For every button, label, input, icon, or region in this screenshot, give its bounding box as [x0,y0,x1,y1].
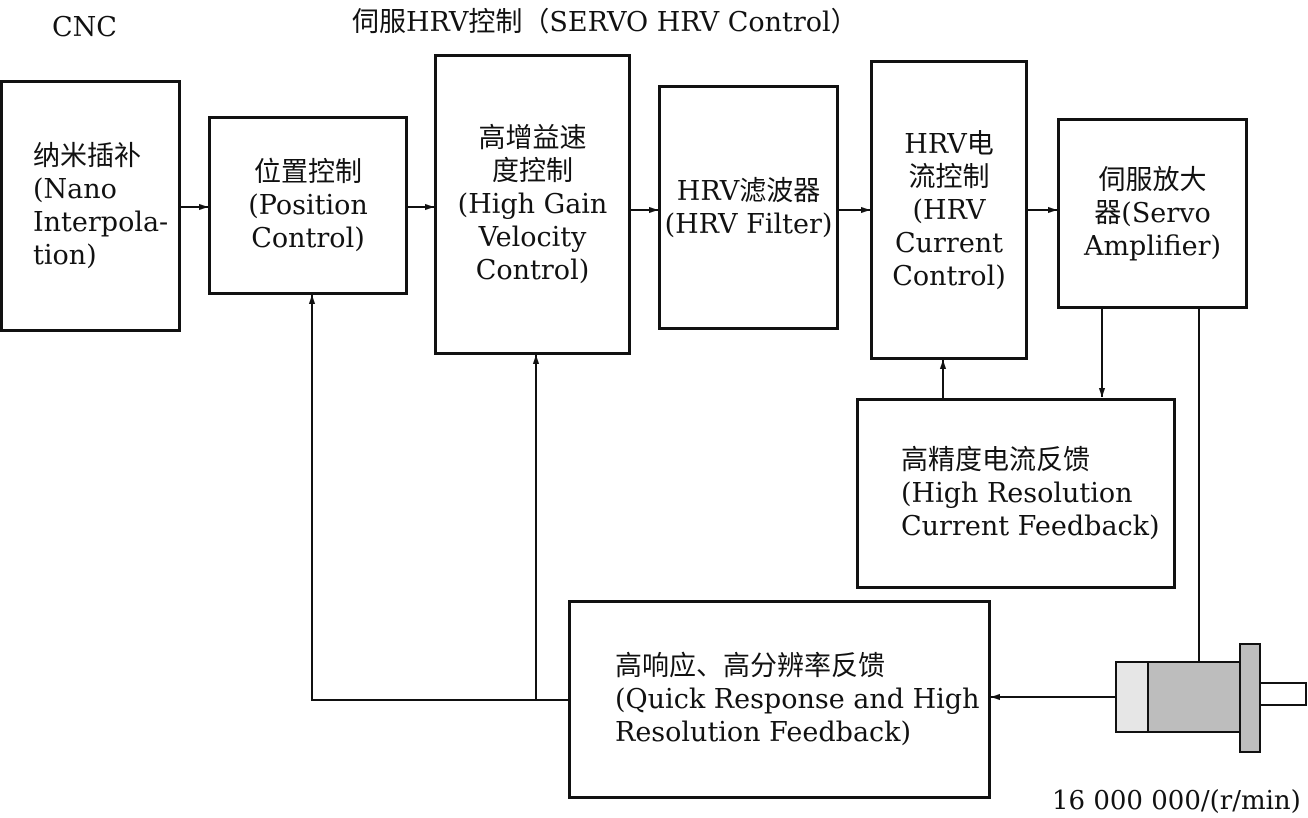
block-text: Interpola- [33,207,169,238]
block-text: Current [894,227,1004,259]
hrv-current-control-block: HRV电 流控制 (HRV Current Control) [870,60,1028,360]
block-text: Velocity [478,222,587,253]
servo-motor-icon [1115,643,1307,753]
block-text: 伺服放大 [1098,165,1207,196]
block-text: 高精度电流反馈 [901,445,1090,476]
block-text: (HRV [912,194,986,226]
block-text: (Position [248,190,368,221]
block-text: Control) [251,223,365,254]
block-text: (Quick Response and High [615,684,980,715]
block-text: 位置控制 [254,157,362,188]
block-text: 器(Servo [1094,198,1211,229]
nano-interpolation-block: 纳米插补 (Nano Interpola- tion) [0,80,181,332]
block-text: 度控制 [492,156,573,187]
quick-feedback-block: 高响应、高分辨率反馈 (Quick Response and High Reso… [568,600,991,799]
block-text: Control) [475,255,590,286]
servo-hrv-title: 伺服HRV控制（SERVO HRV Control） [352,7,858,38]
motor-speed-label: 16 000 000/(r/min) [1052,786,1301,816]
block-text: 纳米插补 [33,141,141,172]
block-text: Current Feedback) [901,511,1160,542]
block-text: (Nano [33,174,117,205]
servo-amplifier-block: 伺服放大 器(Servo Amplifier) [1057,118,1248,309]
block-text: (High Resolution [901,478,1133,509]
line-quick-feedback-bus [308,295,568,701]
block-text: 流控制 [908,161,990,193]
block-text: 高增益速 [478,123,587,154]
block-text: (High Gain [457,189,608,220]
hrv-filter-block: HRV滤波器 (HRV Filter) [658,85,839,330]
block-text: Resolution Feedback) [615,717,912,748]
block-text: tion) [33,240,97,271]
position-control-block: 位置控制 (Position Control) [208,116,408,295]
cnc-label: CNC [52,12,117,43]
block-text: (HRV Filter) [664,208,833,240]
block-text: Control) [892,260,1006,292]
current-feedback-block: 高精度电流反馈 (High Resolution Current Feedbac… [856,398,1176,589]
block-text: Amplifier) [1083,231,1222,262]
velocity-control-block: 高增益速 度控制 (High Gain Velocity Control) [434,54,631,355]
block-text: 高响应、高分辨率反馈 [615,651,885,682]
block-text: HRV电 [904,128,994,160]
block-text: HRV滤波器 [676,175,821,207]
